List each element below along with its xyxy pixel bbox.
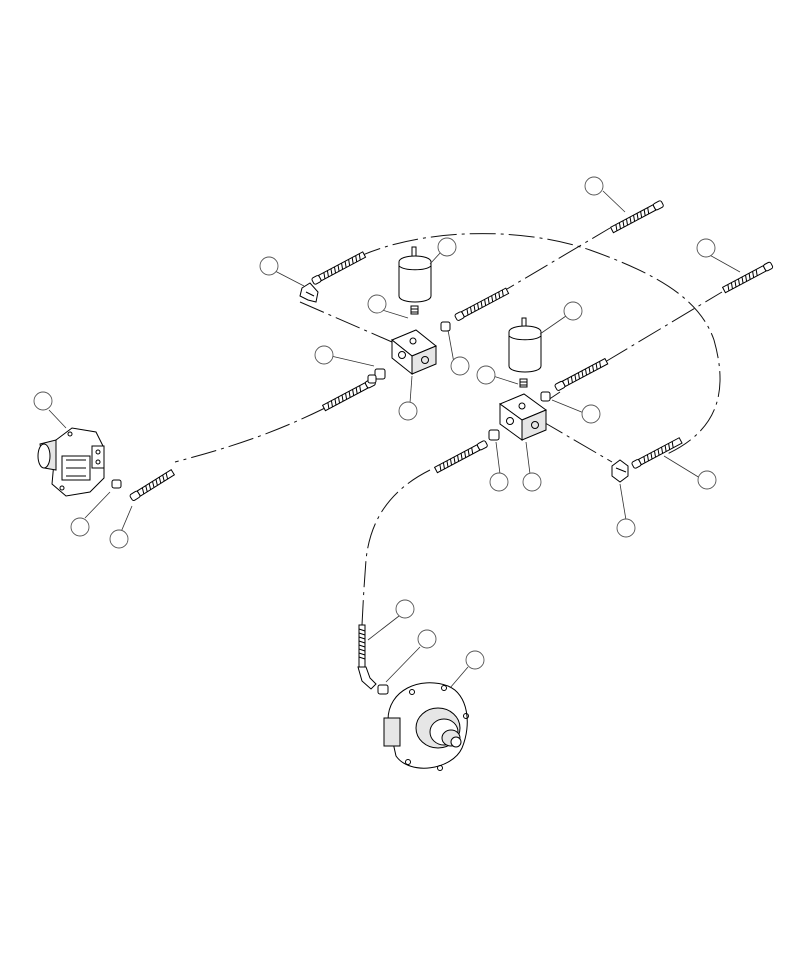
callout-balloon bbox=[314, 345, 334, 365]
adapter-lower-right bbox=[540, 391, 551, 402]
adapter-upper-right bbox=[440, 321, 451, 332]
callout-balloon bbox=[522, 472, 542, 492]
hose-right-upper bbox=[721, 261, 774, 294]
callout-balloon bbox=[259, 256, 279, 276]
hose-route-upper-arc bbox=[355, 233, 721, 456]
adapter-lower-motor bbox=[377, 684, 389, 695]
callout-balloon bbox=[465, 650, 485, 670]
callout-balloon bbox=[395, 599, 415, 619]
elbow-fitting-upper bbox=[299, 282, 319, 303]
valve-block-upper bbox=[391, 329, 437, 376]
hose-lower-left bbox=[433, 440, 488, 474]
callout-balloon bbox=[697, 470, 717, 490]
callout-balloon bbox=[70, 517, 90, 537]
callout-balloon bbox=[563, 301, 583, 321]
callout-balloon bbox=[581, 404, 601, 424]
left-motor bbox=[37, 427, 105, 497]
hose-top-right bbox=[609, 200, 664, 234]
hose-route-left-motor bbox=[174, 407, 326, 463]
adapter-lower-left bbox=[488, 429, 500, 441]
callout-balloon bbox=[584, 176, 604, 196]
lower-motor bbox=[383, 682, 469, 771]
elbow-fitting-lower bbox=[611, 459, 629, 483]
callout-balloon bbox=[437, 237, 457, 257]
callout-balloon bbox=[33, 391, 53, 411]
callout-balloon bbox=[450, 356, 470, 376]
callout-balloons bbox=[33, 176, 717, 670]
hose-right-lower bbox=[631, 437, 683, 469]
adapter-left-motor bbox=[111, 479, 122, 489]
valve-block-lower bbox=[498, 393, 548, 441]
hose-lower-elbow bbox=[357, 666, 377, 690]
hose-route-diag-1 bbox=[457, 227, 611, 319]
callout-balloon bbox=[417, 629, 437, 649]
callout-balloon bbox=[398, 401, 418, 421]
accumulator-lower bbox=[508, 317, 542, 388]
hose-mid-upper bbox=[454, 287, 510, 321]
leader-lines bbox=[48, 190, 741, 689]
hose-left-motor bbox=[129, 469, 176, 501]
callout-balloon bbox=[476, 365, 496, 385]
hose-lower-vertical bbox=[358, 624, 366, 668]
accumulator-upper bbox=[398, 246, 432, 315]
callout-balloon bbox=[696, 238, 716, 258]
hose-route-lower bbox=[361, 469, 431, 626]
hose-route-right-elbow bbox=[539, 419, 613, 463]
callout-balloon bbox=[616, 518, 636, 538]
hose-routes bbox=[174, 227, 723, 626]
hose-upper-left bbox=[311, 251, 367, 285]
hose-assemblies bbox=[129, 200, 774, 690]
callout-balloon bbox=[489, 472, 509, 492]
hose-route-upper-left bbox=[299, 301, 393, 343]
hose-mid-lower bbox=[554, 357, 609, 391]
callout-balloon bbox=[367, 294, 387, 314]
adapter-upper-left bbox=[374, 368, 386, 380]
callout-balloon bbox=[109, 529, 129, 549]
fittings bbox=[111, 282, 629, 695]
hose-left-block bbox=[321, 378, 376, 412]
